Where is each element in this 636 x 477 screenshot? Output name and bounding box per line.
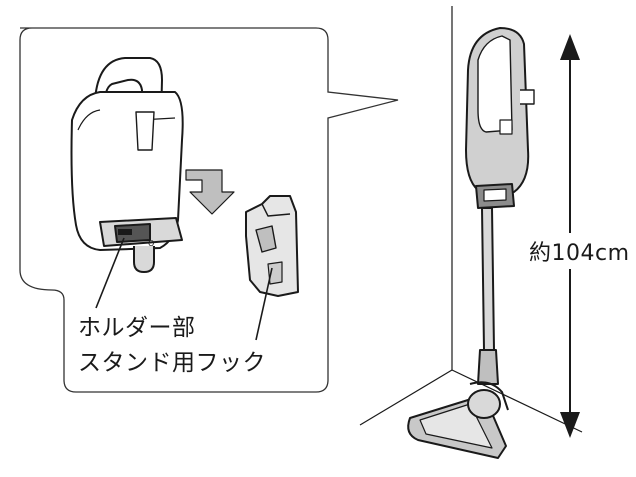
leader-lines [95, 237, 273, 341]
stick-vacuum [407, 27, 535, 459]
room-corner [359, 6, 583, 433]
vacuum-closeup: O [70, 57, 184, 273]
height-label: 約104cm [529, 233, 630, 269]
svg-text:O: O [148, 239, 154, 248]
stand-hook-label: スタンド用フック [78, 350, 266, 376]
holder-label: ホルダー部 [78, 315, 196, 341]
stand-hook [245, 195, 299, 297]
down-arrow-icon [185, 169, 235, 215]
